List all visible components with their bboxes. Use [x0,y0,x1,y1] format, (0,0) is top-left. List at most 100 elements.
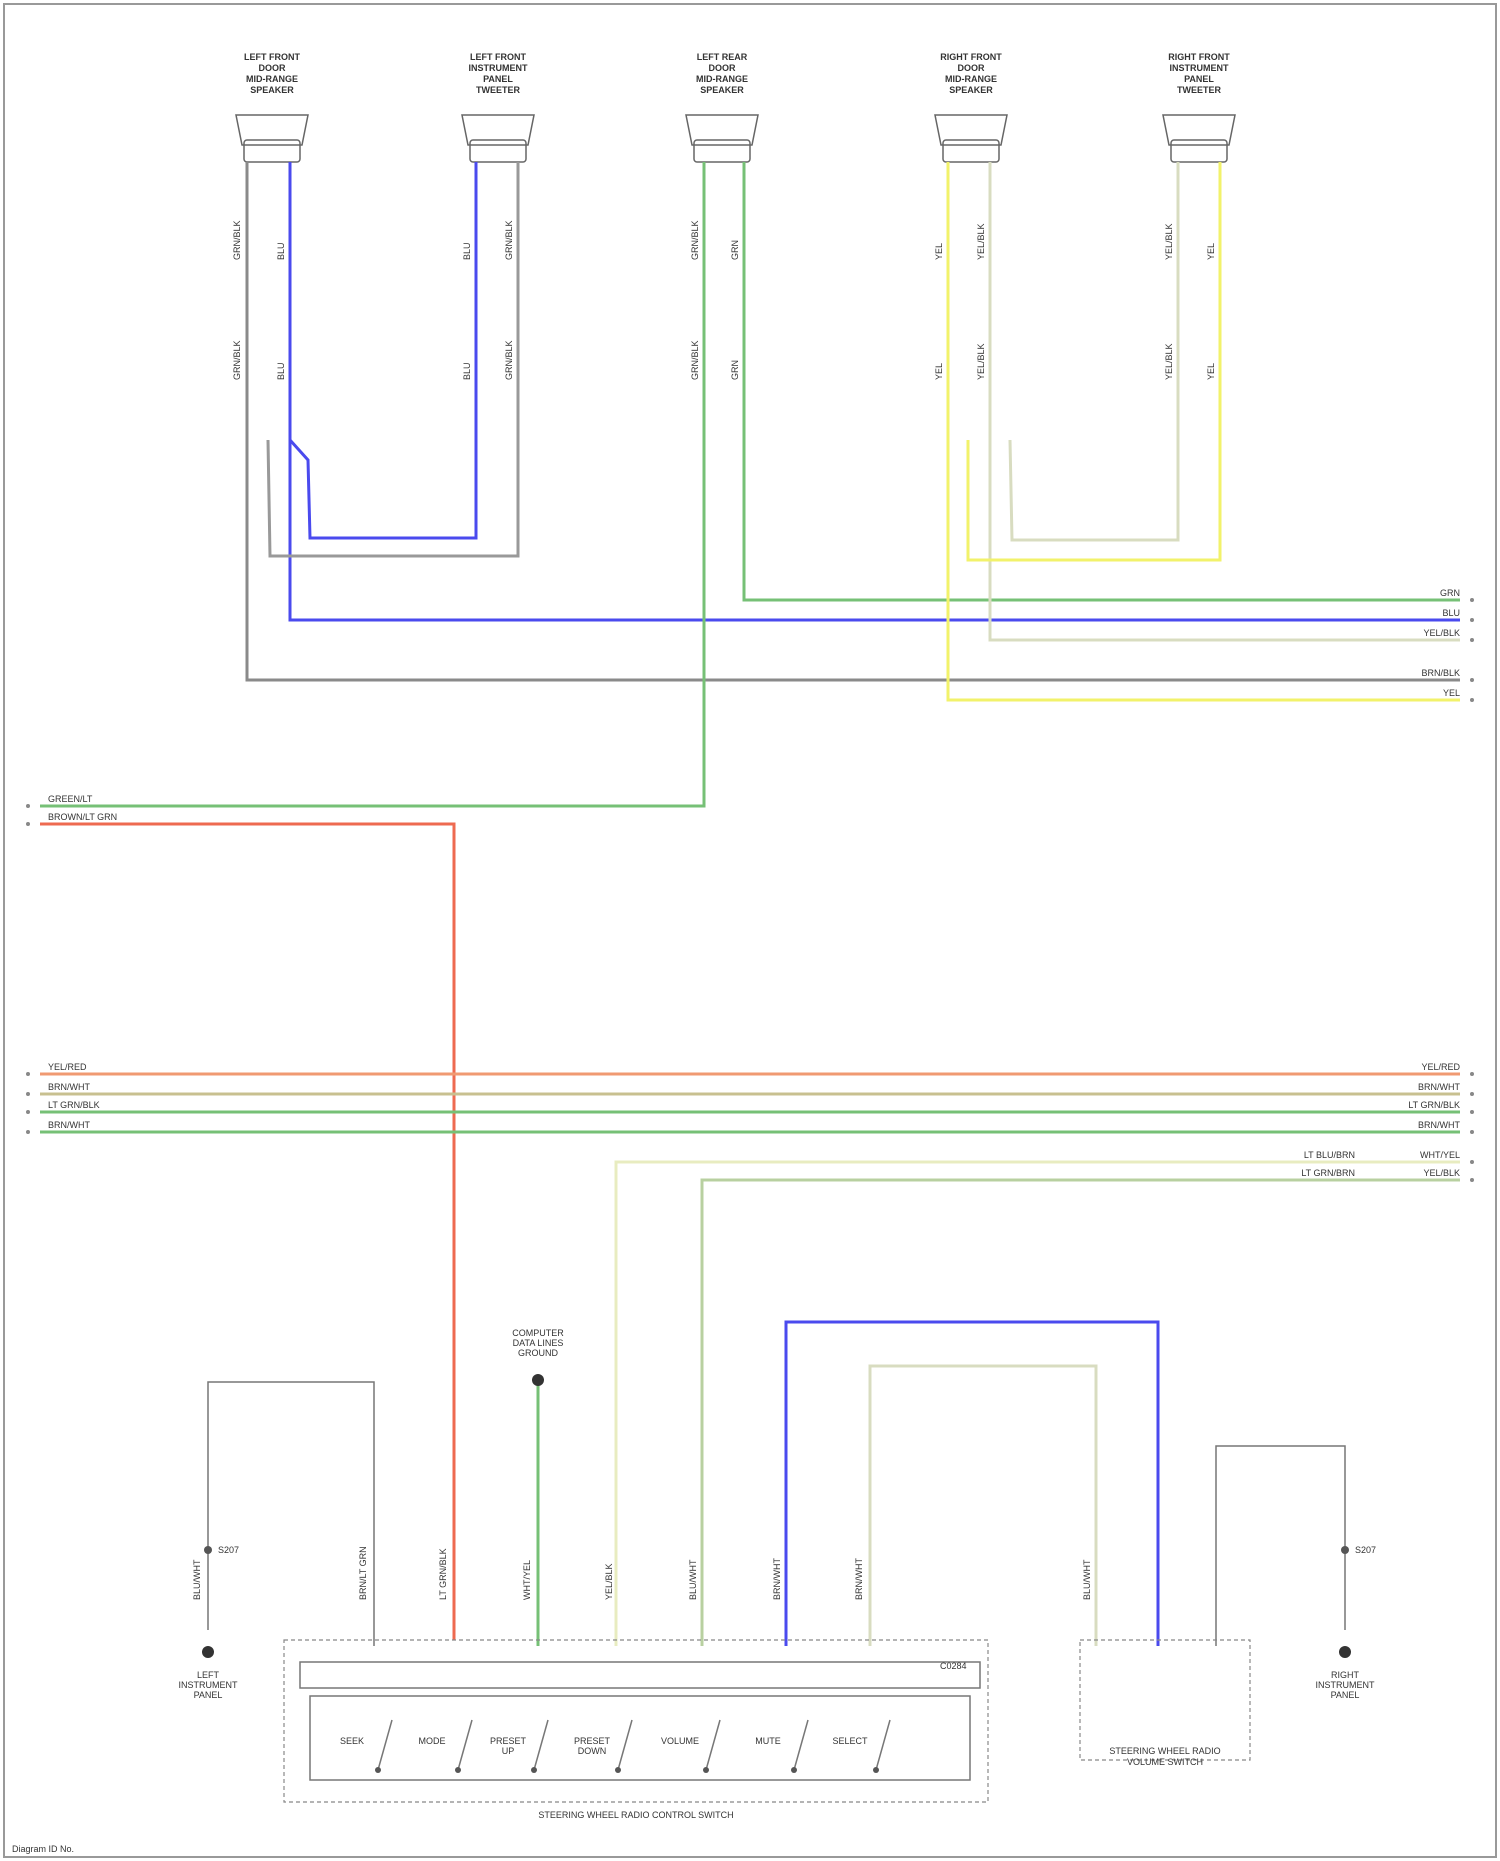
label-right-lower-r1: YEL/BLK [1423,1168,1460,1178]
label-mid-right-1: BRN/WHT [1418,1082,1460,1092]
wire-bus-olive [702,1180,1460,1646]
switch-label: SEEK [340,1736,364,1746]
volume-switch-box [1080,1640,1250,1760]
speaker-wire-label: BLU [462,362,472,380]
pin [26,804,30,808]
wire-red-left [40,824,454,1640]
speaker-label: LEFT FRONTDOORMID-RANGESPEAKER [244,52,300,95]
speaker-wire-label: GRN [730,240,740,260]
pin [1470,1160,1474,1164]
wire-tan-rf-d [1010,162,1178,540]
switch-node [873,1767,879,1773]
speaker-label: LEFT REARDOORMID-RANGESPEAKER [696,52,748,95]
wire-blue-tweeter-lf [290,162,476,538]
speaker-wire-label: YEL/BLK [1164,343,1174,380]
splice-right-label: S207 [1355,1545,1376,1555]
speaker-connector [470,140,526,162]
label-right-top-0: GRN [1440,588,1460,598]
label-right-top-4: YEL [1443,688,1460,698]
speaker-label: RIGHT FRONTDOORMID-RANGESPEAKER [940,52,1002,95]
speaker-wire-label: GRN/BLK [690,340,700,380]
speaker-wire-label: YEL/BLK [976,223,986,260]
label-right-top-3: BRN/BLK [1421,668,1460,678]
radio-control-switch-inner [300,1662,980,1688]
connector-tag: C0284 [940,1661,967,1671]
wire-gray-tweeter-lf [268,162,518,556]
label-mid-right-0: YEL/RED [1421,1062,1460,1072]
wire-bus-lightyellow [616,1162,1460,1646]
label-right-lower-0: LT BLU/BRN [1304,1150,1355,1160]
vertical-wire-label: YEL/BLK [604,1563,614,1600]
switch-contact [876,1720,890,1770]
label-mid-right-2: LT GRN/BLK [1408,1100,1460,1110]
wire-tan-rf-b [990,162,1460,640]
speaker-right-front-tweeter: RIGHT FRONTINSTRUMENTPANELTWEETER [1163,52,1235,162]
switch-mute: MUTE [755,1720,808,1773]
ground-left [202,1646,214,1658]
pin [1470,1092,1474,1096]
switch-label: MODE [419,1736,446,1746]
pin [1470,698,1474,702]
splice-right [1341,1546,1349,1554]
speaker-wire-label: GRN/BLK [232,220,242,260]
pin [26,1110,30,1114]
label-right-lower-1: LT GRN/BRN [1301,1168,1355,1178]
speaker-wire-label: YEL/BLK [976,343,986,380]
ground-point [532,1374,544,1386]
speaker-wire-label: BLU [462,242,472,260]
switch-contact [618,1720,632,1770]
switch-label: MUTE [755,1736,781,1746]
wire-gray-bottom-left [208,1382,374,1646]
speaker-wire-label: GRN/BLK [504,220,514,260]
label-mid-left-1: BRN/WHT [48,1082,90,1092]
speaker-wire-label: YEL [934,243,944,260]
label-left-bus-0: GREEN/LT [48,794,93,804]
left-edge-pins [26,804,30,1134]
pin [1470,1072,1474,1076]
wire-green-lr-b [744,162,1460,600]
speaker-wire-label: YEL [1206,243,1216,260]
vertical-wire-label: BLU/WHT [1082,1559,1092,1600]
label-right-lower-r0: WHT/YEL [1420,1150,1460,1160]
vertical-wire-label: WHT/YEL [522,1560,532,1600]
pin [1470,678,1474,682]
wire-gray-bottom-right [1216,1446,1345,1646]
label-mid-left-3: BRN/WHT [48,1120,90,1130]
label-mid-left-0: YEL/RED [48,1062,87,1072]
pin [1470,638,1474,642]
switch-seek: SEEK [340,1720,392,1773]
splice-left [204,1546,212,1554]
pin [1470,1110,1474,1114]
ground-right [1339,1646,1351,1658]
pin [26,1092,30,1096]
speaker-connector [244,140,300,162]
speaker-wire-label: BLU [276,242,286,260]
speaker-left-rear-door: LEFT REARDOORMID-RANGESPEAKER [686,52,758,162]
diagram-frame [4,4,1496,1857]
label-right-top-2: YEL/BLK [1423,628,1460,638]
wire-yellow-rf-c [968,162,1220,560]
footer-text: Diagram ID No. [12,1844,74,1854]
pin [1470,1130,1474,1134]
switch-node [531,1767,537,1773]
splice-left-label: S207 [218,1545,239,1555]
switch-node [375,1767,381,1773]
radio-control-switch-matrix [310,1696,970,1780]
switch-label: PRESETDOWN [574,1736,611,1756]
speaker-wire-label: YEL [1206,363,1216,380]
switch-node [455,1767,461,1773]
volume-switch-title: STEERING WHEEL RADIOVOLUME SWITCH [1109,1746,1220,1767]
switch-contact [706,1720,720,1770]
pin [26,1072,30,1076]
label-right-top-1: BLU [1442,608,1460,618]
switch-node [703,1767,709,1773]
speaker-wire-label: GRN/BLK [232,340,242,380]
